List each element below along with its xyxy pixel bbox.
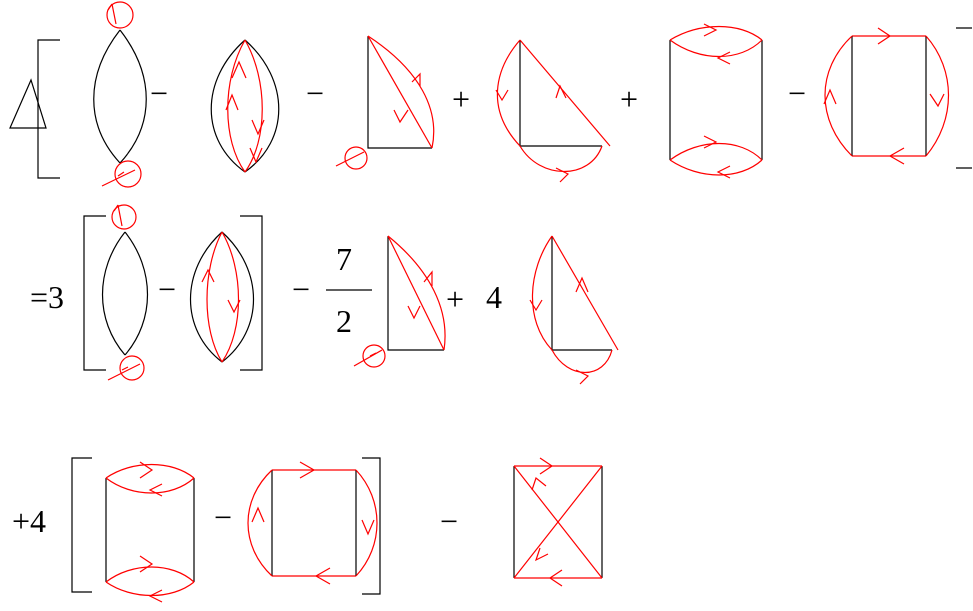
row2-lead: =3 (30, 279, 64, 315)
op-minus-2: − (306, 75, 324, 111)
fraction-denominator: 2 (336, 303, 352, 339)
row3-lead: +4 (12, 503, 46, 539)
graph-box-red-lenses (669, 23, 763, 179)
op-minus-1: − (150, 75, 168, 111)
op-plus-2: + (620, 81, 638, 117)
graph-lens-with-tadpoles (93, 1, 147, 188)
graph2-triangle-with-tadpole (353, 235, 446, 368)
graph3-crossed-box (513, 457, 603, 587)
row2-left-bracket (83, 215, 106, 371)
delta-triangle-icon (9, 78, 47, 129)
graph3-box-red-sides (247, 461, 378, 585)
row3-right-bracket (362, 457, 381, 595)
op-plus-1: + (452, 81, 470, 117)
row2-right-bracket (240, 215, 263, 371)
row3-op-minus-1: − (214, 499, 232, 535)
graph-triangle-with-tadpole (335, 35, 435, 170)
fraction-numerator: 7 (336, 241, 352, 277)
graph2-triangle-outer-loop (529, 235, 619, 385)
row2-op-minus-1: − (158, 271, 176, 307)
row3-op-minus-2: − (440, 503, 458, 539)
row1-right-bracket (956, 27, 972, 169)
graph2-lens-red-loops (189, 231, 255, 363)
row2-op-minus-2: − (292, 271, 310, 307)
row3-left-bracket (71, 457, 92, 593)
row2-op-plus: + (446, 281, 464, 317)
graph-triangle-outer-loop (495, 39, 611, 183)
graph2-lens-with-tadpoles (102, 204, 148, 381)
graph-box-red-sides (823, 27, 950, 165)
graph3-box-red-lenses (105, 461, 195, 603)
row2-coefficient: 4 (486, 279, 502, 315)
op-minus-3: − (788, 75, 806, 111)
row1-left-bracket (37, 39, 60, 179)
graph-lens-red-loops (210, 39, 280, 173)
